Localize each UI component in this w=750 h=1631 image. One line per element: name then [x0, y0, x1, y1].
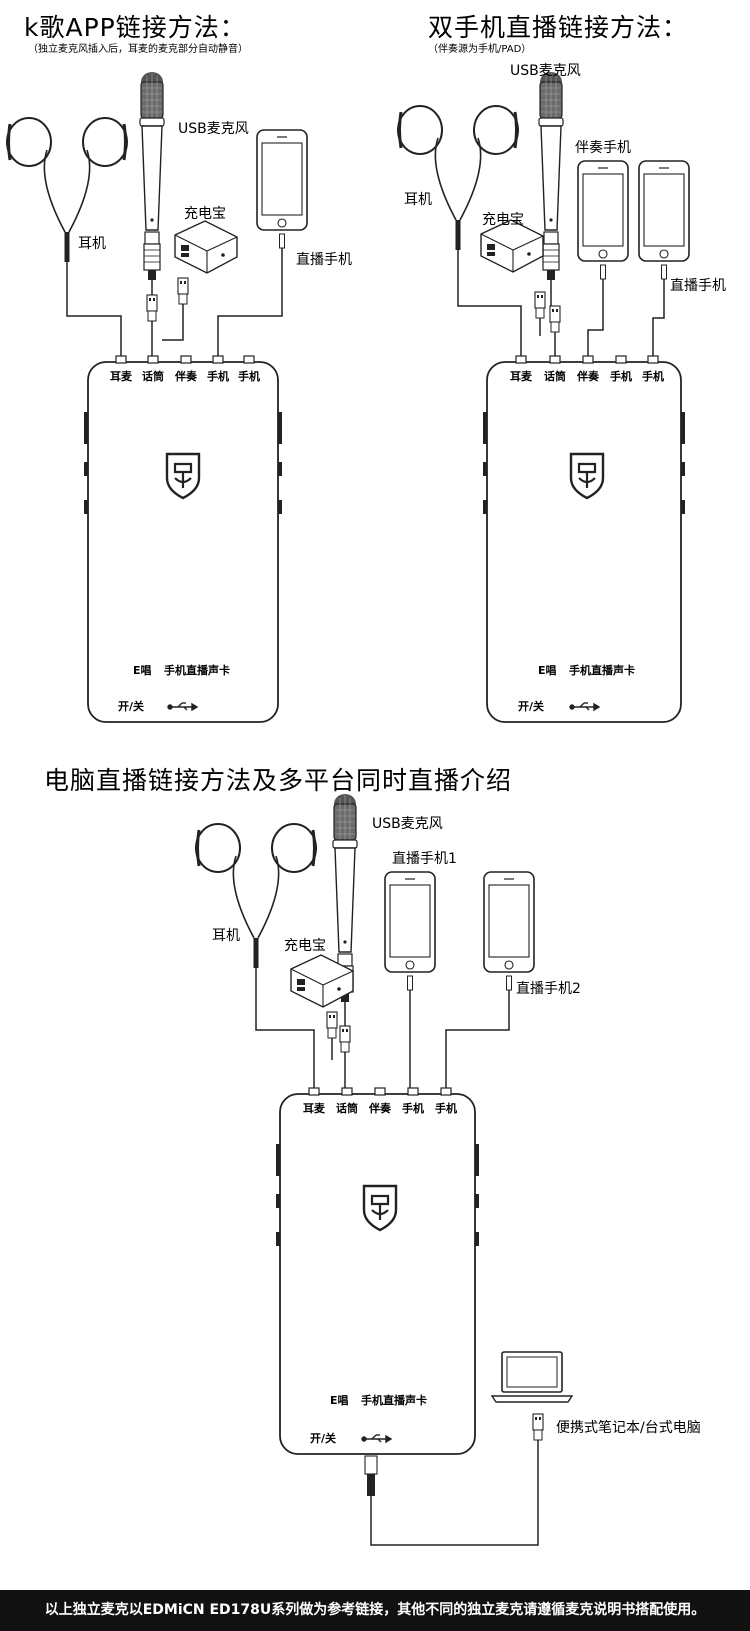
laptop-icon [491, 1351, 573, 1403]
live-phone-label: 直播手机 [670, 277, 726, 294]
port-label-mic: 话筒 [336, 1101, 358, 1115]
mic-label: USB麦克风 [372, 816, 443, 832]
usb-icon [167, 702, 199, 712]
sound-card-device: 耳麦 话筒 伴奏 手机 手机 E唱 手机直播声卡 开/关 [483, 355, 685, 723]
port-label-phone-2: 手机 [435, 1101, 457, 1115]
earphone-icon [5, 116, 129, 264]
brand-label: E唱 [330, 1394, 349, 1407]
phone1-label: 直播手机1 [392, 850, 457, 867]
mic-label: USB麦克风 [178, 121, 249, 137]
section-pc: 耳麦 话筒 伴奏 手机 手机 E唱 手机直播声卡 开/关 [44, 766, 701, 1546]
usb-plug-icon [549, 305, 561, 333]
usb-plug-icon [177, 277, 189, 305]
accompaniment-phone-label: 伴奏手机 [575, 140, 631, 156]
port-label-headset: 耳麦 [110, 369, 133, 383]
power-bank-label: 充电宝 [482, 212, 524, 228]
port-label-phone-2: 手机 [238, 369, 260, 383]
port-label-accompaniment: 伴奏 [368, 1101, 392, 1115]
usb-plug-icon [532, 1413, 544, 1441]
mic-label: USB麦克风 [510, 63, 581, 79]
usb-plug-icon [326, 1011, 338, 1039]
port-label-headset: 耳麦 [510, 369, 533, 383]
phone-icon [384, 871, 436, 998]
product-label: 手机直播声卡 [569, 663, 635, 677]
power-bank-label: 充电宝 [284, 938, 326, 954]
usb-plug-icon [339, 1025, 351, 1053]
power-switch-label: 开/关 [310, 1431, 336, 1445]
earphone-label: 耳机 [212, 928, 240, 944]
section-note: （独立麦克风插入后，耳麦的麦克部分自动静音） [28, 42, 248, 55]
shield-logo-icon [362, 1184, 398, 1232]
usb-icon [569, 702, 601, 712]
phone-icon [256, 129, 308, 256]
product-label: 手机直播声卡 [164, 663, 230, 677]
shield-logo-icon [165, 452, 201, 500]
sound-card-device: 耳麦 话筒 伴奏 手机 手机 E唱 手机直播声卡 开/关 [84, 355, 282, 723]
power-bank-label: 充电宝 [184, 206, 226, 222]
section-dual-phone: 耳麦 话筒 伴奏 手机 手机 E唱 手机直播声卡 开/关 双 [396, 13, 726, 723]
microphone-icon [139, 71, 165, 281]
live-phone-label: 直播手机 [296, 251, 352, 268]
power-bank-icon [174, 220, 238, 274]
port-label-mic: 话筒 [544, 369, 566, 383]
power-switch-label: 开/关 [118, 699, 144, 713]
port-label-mic: 话筒 [142, 369, 164, 383]
phone2-label: 直播手机2 [516, 980, 581, 997]
port-label-phone-1: 手机 [402, 1101, 424, 1115]
shield-logo-icon [569, 452, 605, 500]
earphone-label: 耳机 [78, 236, 106, 252]
port-label-accompaniment: 伴奏 [576, 369, 600, 383]
usb-plug-icon [534, 291, 546, 319]
sound-card-device: 耳麦 话筒 伴奏 手机 手机 E唱 手机直播声卡 开/关 [276, 1087, 479, 1455]
brand-label: E唱 [538, 664, 557, 677]
section-title: 双手机直播链接方法： [428, 13, 688, 42]
brand-label: E唱 [133, 664, 152, 677]
section-title: k歌APP链接方法： [24, 13, 246, 42]
footer-note: 以上独立麦克以EDMiCN ED178U系列做为参考链接，其他不同的独立麦克请遵… [0, 1590, 750, 1631]
port-label-accompaniment: 伴奏 [174, 369, 198, 383]
port-label-phone-1: 手机 [610, 369, 632, 383]
section-title: 电脑直播链接方法及多平台同时直播介绍 [44, 766, 512, 795]
earphone-label: 耳机 [404, 192, 432, 208]
section-note: （伴奏源为手机/PAD） [428, 42, 531, 55]
usb-icon [361, 1434, 393, 1444]
laptop-label: 便携式笔记本/台式电脑 [556, 1420, 701, 1436]
phone-icon [577, 160, 629, 287]
usb-plug-icon [146, 294, 158, 322]
device-usb-plug-icon [364, 1455, 378, 1496]
port-label-headset: 耳麦 [303, 1101, 326, 1115]
phone-icon [638, 160, 690, 287]
power-switch-label: 开/关 [518, 699, 544, 713]
phone-icon [483, 871, 535, 998]
product-label: 手机直播声卡 [361, 1393, 427, 1407]
port-label-phone-2: 手机 [642, 369, 664, 383]
section-k-song: 耳麦 话筒 伴奏 手机 手机 E唱 手机直播声卡 开/关 [5, 13, 352, 723]
port-label-phone-1: 手机 [207, 369, 229, 383]
